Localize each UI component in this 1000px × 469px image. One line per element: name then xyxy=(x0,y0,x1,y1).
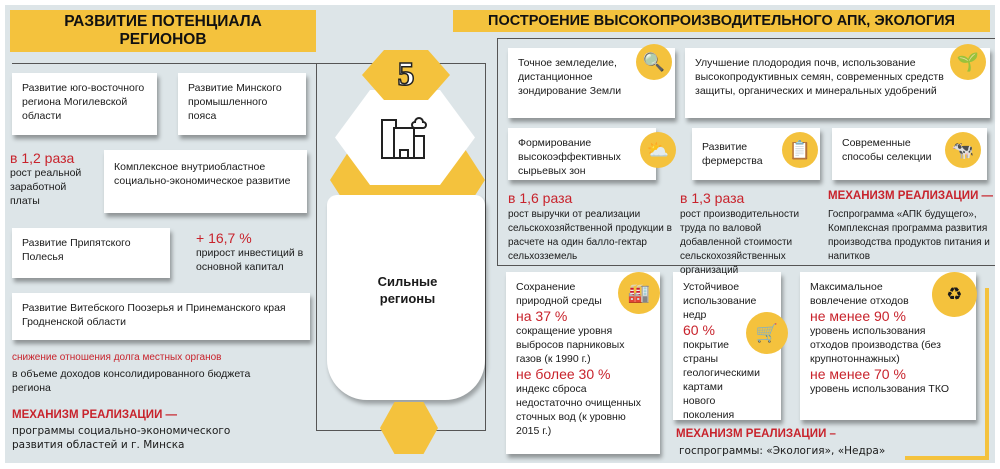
waste-text2: уровень использования ТКО xyxy=(810,383,949,395)
eco-mechanism-label: МЕХАНИЗМ РЕАЛИЗАЦИИ – xyxy=(676,428,836,440)
waste-value2: не менее 70 % xyxy=(810,366,906,382)
mine-cart-icon: 🛒 xyxy=(746,312,788,354)
left-title-line2: РЕГИОНОВ xyxy=(119,31,207,48)
yellow-corner-line xyxy=(905,288,989,460)
left-section-title: РАЗВИТИЕ ПОТЕНЦИАЛА РЕГИОНОВ xyxy=(10,10,316,52)
apk-mechanism-label: МЕХАНИЗМ РЕАЛИЗАЦИИ — xyxy=(828,190,994,202)
box-zones: Формирование высокоэффективных сырьевых … xyxy=(508,128,656,180)
apk-stat2-value: в 1,3 раза xyxy=(680,190,745,206)
nedra-value: 60 % xyxy=(683,322,715,338)
waste-value1: не менее 90 % xyxy=(810,308,906,324)
left-mechanism-label: МЕХАНИЗМ РЕАЛИЗАЦИИ — xyxy=(12,409,178,421)
factory-icon: 🏭 xyxy=(618,272,660,314)
eco-text1: сокращение уровня выбросов парниковых га… xyxy=(516,325,625,365)
box-minsk: Развитие Минского промышленного пояса xyxy=(178,73,306,135)
box-soil: Улучшение плодородия почв, использование… xyxy=(685,48,990,118)
nedra-text: покрытие страны геологическими картами н… xyxy=(683,339,760,421)
stat-salary-value: в 1,2 раза xyxy=(10,150,75,166)
right-frame xyxy=(497,38,995,266)
box-complex: Комплексное внутриобластное социально-эк… xyxy=(104,150,307,213)
waste-text1: уровень использования отходов производст… xyxy=(810,325,941,365)
magnifier-icon: 🔍 xyxy=(636,44,672,80)
recycling-factory-icon: ♻ xyxy=(932,272,977,317)
number-text: 5 xyxy=(397,55,416,94)
eco-title: Сохранение природной среды xyxy=(516,281,602,307)
left-mechanism-text: программы социально-экономического разви… xyxy=(12,425,231,451)
right-section-title: ПОСТРОЕНИЕ ВЫСОКОПРОИЗВОДИТЕЛЬНОГО АПК, … xyxy=(453,10,990,32)
left-frame xyxy=(12,63,317,64)
stat-invest-value: + 16,7 % xyxy=(196,230,252,246)
box-vitebsk: Развитие Витебского Поозерья и Принеманс… xyxy=(12,293,310,340)
center-title: Сильные регионы xyxy=(377,274,438,306)
eco-value2: не более 30 % xyxy=(516,366,611,382)
checklist-icon: 📋 xyxy=(782,132,818,168)
cow-icon: 🐄 xyxy=(945,132,981,168)
eco-text2: индекс сброса недостаточно очищенных сто… xyxy=(516,383,641,437)
stat-invest-text: прирост инвестиций в основной капитал xyxy=(196,247,304,273)
apk-stat1-text: рост выручки от реализации сельскохозяйс… xyxy=(508,209,672,262)
box-mogilev: Развитие юго-восточного региона Могилевс… xyxy=(12,73,157,135)
plant-hand-icon: 🌱 xyxy=(950,44,986,80)
apk-stat1-value: в 1,6 раза xyxy=(508,190,573,206)
apk-stat2-text: рост производительности труда по валовой… xyxy=(680,209,800,276)
buildings-icon xyxy=(381,116,427,159)
eco-value1: на 37 % xyxy=(516,308,568,324)
eco-mechanism-text: госпрограммы: «Экология», «Недра» xyxy=(679,445,886,457)
center-white-hex xyxy=(335,90,475,185)
weather-cloud-icon: ⛅ xyxy=(640,132,676,168)
box-ecology: Сохранение природной среды на 37 % сокра… xyxy=(506,272,660,454)
debt-text: в объеме доходов консолидированного бюдж… xyxy=(12,368,251,394)
box-pripyat: Развитие Припятского Полесья xyxy=(12,228,170,278)
center-card xyxy=(327,195,485,400)
nedra-title: Устойчивое использование недр xyxy=(683,281,757,321)
waste-title: Максимальное вовлечение отходов xyxy=(810,281,909,307)
stat-salary-text: рост реальной заработной платы xyxy=(10,167,82,207)
left-title-line1: РАЗВИТИЕ ПОТЕНЦИАЛА xyxy=(64,13,262,30)
apk-mechanism-text: Госпрограмма «АПК будущего», Комплексная… xyxy=(828,209,990,262)
debt-red-text: снижение отношения долга местных органов xyxy=(12,352,222,363)
